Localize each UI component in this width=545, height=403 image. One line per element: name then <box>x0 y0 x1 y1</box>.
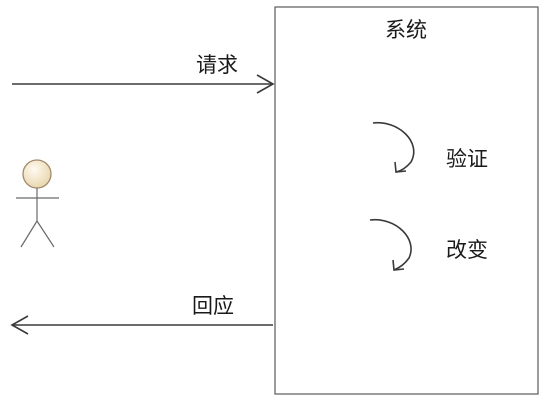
validate-label: 验证 <box>446 147 488 171</box>
actor-left-leg <box>20 220 38 248</box>
change-arrowhead <box>392 259 405 271</box>
actor-right-leg <box>36 220 55 248</box>
response-message: 回应 <box>10 294 273 335</box>
system-box <box>274 6 539 395</box>
change-self-arrow <box>369 219 412 271</box>
step-validate: 验证 <box>372 122 488 173</box>
validate-arrowhead <box>394 161 407 173</box>
change-label: 改变 <box>446 238 488 262</box>
actor-head <box>22 159 52 189</box>
validate-self-arrow <box>372 122 415 173</box>
request-arrowhead <box>256 74 275 94</box>
response-arrowhead <box>10 315 29 335</box>
request-label: 请求 <box>196 53 238 77</box>
system-title: 系统 <box>385 18 427 42</box>
step-change: 改变 <box>369 219 488 271</box>
response-label: 回应 <box>192 294 234 318</box>
request-message: 请求 <box>12 53 275 94</box>
actor-figure <box>16 159 59 248</box>
